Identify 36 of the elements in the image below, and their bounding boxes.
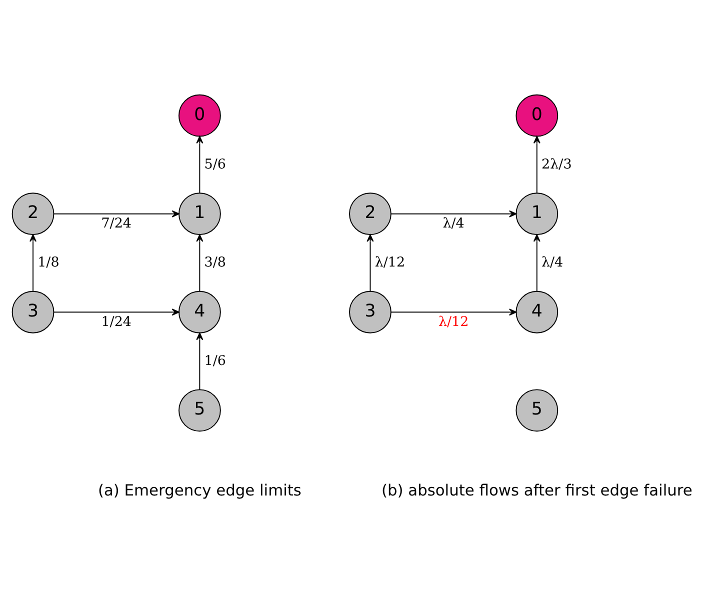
arrow: [53, 308, 180, 316]
edge-label: 2λ/3: [542, 156, 572, 172]
edge-label: 1/24: [101, 314, 132, 330]
edge-label: 1/6: [204, 352, 226, 369]
edge-label: 1/8: [38, 254, 60, 271]
edge-label: λ/4: [442, 216, 464, 232]
node-circle: 0: [178, 94, 221, 137]
node-circle: 4: [516, 290, 558, 334]
node-circle: 4: [178, 290, 221, 334]
node-circle: 2: [12, 192, 54, 236]
edge-label: 7/24: [101, 216, 132, 232]
edge-label: λ/12: [374, 254, 406, 271]
arrow: [30, 234, 37, 292]
node-circle: 5: [178, 389, 221, 432]
arrow: [196, 234, 204, 292]
node-circle: 0: [516, 94, 558, 137]
arrow: [390, 308, 517, 316]
node-circle: 1: [178, 192, 221, 236]
node-circle: 3: [349, 290, 392, 334]
arrow: [366, 234, 374, 292]
arrow: [53, 210, 180, 218]
node-circle: 5: [516, 389, 558, 432]
edge-label: 5/6: [204, 156, 226, 172]
node-circle: 2: [349, 192, 392, 236]
node-circle: 3: [12, 290, 54, 334]
arrow: [533, 136, 540, 194]
arrow: [533, 234, 540, 292]
edge-label: λ/4: [541, 254, 564, 271]
label: (a) Emergency edge limits: [98, 481, 302, 500]
arrow: [196, 332, 204, 390]
label: (b) absolute flows after first edge failure: [381, 481, 692, 500]
edge-label: λ/12: [438, 314, 469, 330]
arrow: [196, 136, 204, 194]
edge-label: 3/8: [204, 254, 226, 271]
arrow: [390, 210, 517, 218]
node-circle: 1: [516, 192, 558, 236]
